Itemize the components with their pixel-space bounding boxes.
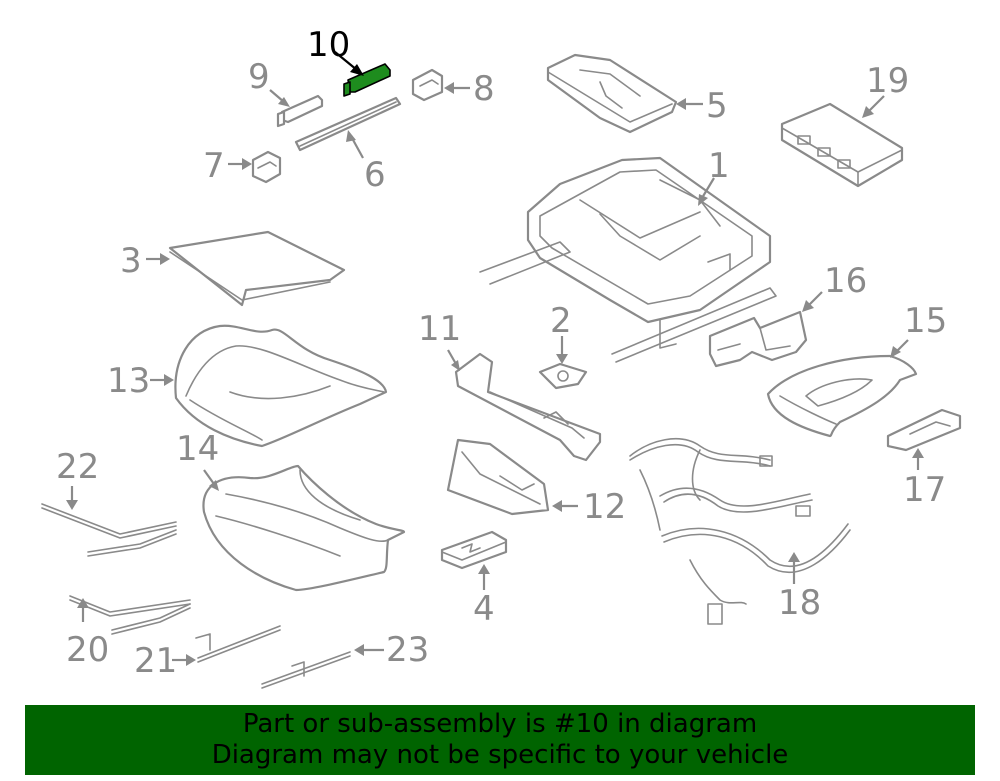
label-9: 9 bbox=[248, 57, 270, 97]
arrowhead-2 bbox=[556, 354, 568, 364]
leader-19 bbox=[867, 95, 885, 113]
arrowhead-11 bbox=[451, 360, 460, 371]
part-17 bbox=[886, 408, 962, 452]
label-3: 3 bbox=[120, 241, 142, 281]
label-18: 18 bbox=[778, 583, 821, 623]
part-14-cushion-cover bbox=[202, 464, 406, 592]
label-2: 2 bbox=[550, 301, 572, 341]
part-7 bbox=[251, 150, 282, 184]
part-16 bbox=[708, 310, 808, 368]
part-22 bbox=[41, 503, 177, 557]
part-11 bbox=[454, 352, 602, 462]
part-3 bbox=[168, 230, 346, 307]
part-4 bbox=[440, 530, 508, 570]
part-6 bbox=[294, 96, 402, 152]
label-11: 11 bbox=[418, 309, 461, 349]
arrowhead-19 bbox=[862, 106, 874, 118]
part-5 bbox=[546, 53, 678, 134]
leader-1 bbox=[701, 177, 715, 199]
arrowhead-9 bbox=[278, 97, 290, 107]
arrowhead-5 bbox=[676, 98, 686, 110]
label-1: 1 bbox=[708, 146, 730, 186]
label-7: 7 bbox=[203, 146, 225, 186]
label-16: 16 bbox=[824, 261, 867, 301]
label-22: 22 bbox=[56, 447, 99, 487]
label-4: 4 bbox=[473, 589, 495, 629]
arrowhead-3 bbox=[160, 253, 170, 265]
part-19 bbox=[780, 102, 904, 188]
label-13: 13 bbox=[107, 361, 150, 401]
label-17: 17 bbox=[903, 470, 946, 510]
arrowhead-22 bbox=[66, 500, 78, 510]
label-14: 14 bbox=[176, 429, 219, 469]
label-12: 12 bbox=[583, 487, 626, 527]
part-20 bbox=[69, 595, 191, 635]
label-23: 23 bbox=[386, 630, 429, 670]
arrowhead-8 bbox=[444, 82, 454, 94]
arrowhead-21 bbox=[186, 654, 196, 666]
label-10: 10 bbox=[307, 25, 350, 65]
part-18-wiring-harness bbox=[629, 438, 851, 625]
arrowhead-7 bbox=[242, 158, 252, 170]
label-8: 8 bbox=[473, 69, 495, 109]
arrowhead-18 bbox=[788, 552, 800, 562]
arrowhead-17 bbox=[912, 448, 924, 458]
label-6: 6 bbox=[364, 155, 386, 195]
part-9 bbox=[276, 94, 324, 128]
arrowhead-13 bbox=[164, 374, 174, 386]
arrowhead-10 bbox=[350, 64, 364, 76]
arrowhead-14 bbox=[209, 480, 219, 491]
leader-14 bbox=[203, 469, 215, 485]
part-8 bbox=[411, 68, 444, 102]
label-20: 20 bbox=[66, 630, 109, 670]
arrowhead-4 bbox=[478, 564, 490, 574]
arrowhead-20 bbox=[77, 598, 89, 608]
part-10-highlighted bbox=[343, 63, 391, 97]
part-13-seat-cushion bbox=[174, 324, 388, 448]
part-12 bbox=[446, 438, 550, 516]
leader-11 bbox=[447, 349, 457, 365]
parts-diagram: 10 9 8 6 7 5 bbox=[41, 25, 962, 689]
label-21: 21 bbox=[134, 641, 177, 681]
info-banner: Part or sub-assembly is #10 in diagram D… bbox=[25, 705, 975, 775]
arrowhead-15 bbox=[890, 346, 901, 358]
arrowhead-16 bbox=[802, 300, 814, 312]
arrowhead-23 bbox=[354, 644, 364, 656]
leader-16 bbox=[807, 291, 823, 307]
part-1-seat-frame bbox=[479, 156, 777, 363]
leader-6 bbox=[351, 137, 364, 159]
label-15: 15 bbox=[904, 301, 947, 341]
part-23 bbox=[261, 651, 351, 689]
banner-line-2: Diagram may not be specific to your vehi… bbox=[211, 740, 789, 770]
label-19: 19 bbox=[866, 61, 909, 101]
label-5: 5 bbox=[706, 86, 728, 126]
arrowhead-6 bbox=[346, 130, 356, 142]
arrowhead-12 bbox=[552, 500, 562, 512]
part-15 bbox=[766, 354, 918, 438]
banner-line-1: Part or sub-assembly is #10 in diagram bbox=[242, 709, 758, 739]
leader-10 bbox=[334, 51, 358, 71]
part-21 bbox=[195, 625, 281, 663]
part-2 bbox=[538, 362, 588, 390]
arrowhead-1 bbox=[698, 194, 708, 206]
